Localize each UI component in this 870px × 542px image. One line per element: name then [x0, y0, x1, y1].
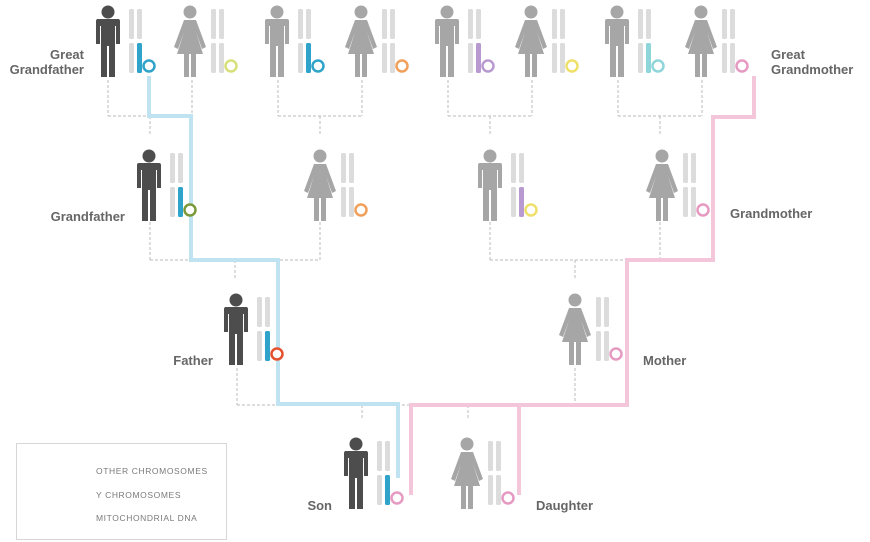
chromosome-icon — [341, 153, 354, 183]
sex-chromosome-icon — [511, 187, 524, 217]
sex-chromosome-icon — [683, 187, 696, 217]
female-icon — [451, 437, 483, 509]
sex-chromosome-icon — [488, 475, 501, 505]
mitochondria-icon — [501, 491, 515, 505]
sex-chromosome-icon — [638, 43, 651, 73]
sex-chromosome-icon — [129, 43, 142, 73]
mitochondria-icon — [651, 59, 665, 73]
male-icon — [478, 149, 502, 221]
chromosome-icon — [722, 9, 735, 39]
female-icon — [515, 5, 547, 77]
mitochondria-icon — [395, 59, 409, 73]
sex-chromosome-icon — [552, 43, 565, 73]
chromosome-icon — [170, 153, 183, 183]
sex-chromosome-icon — [341, 187, 354, 217]
sex-chromosome-icon — [596, 331, 609, 361]
mitochondria-icon — [696, 203, 710, 217]
label-son: Son — [307, 498, 332, 513]
chromosome-icon — [257, 297, 270, 327]
label-great-grandfather: Great Grandfather — [9, 47, 84, 77]
mitochondria-icon — [224, 59, 238, 73]
label-father: Father — [173, 353, 213, 368]
mitochondria-icon — [311, 59, 325, 73]
chromosome-icon — [638, 9, 651, 39]
label-great-grandmother: Great Grandmother — [771, 47, 854, 77]
chromosome-icon — [298, 9, 311, 39]
label-daughter: Daughter — [536, 498, 594, 513]
lineage-lines — [147, 76, 756, 495]
female-icon — [174, 5, 206, 77]
chromosome-icon — [488, 441, 501, 471]
chromosome-icon — [211, 9, 224, 39]
chromosome-icon — [468, 9, 481, 39]
sex-chromosome-icon — [468, 43, 481, 73]
male-icon — [224, 293, 248, 365]
chromosome-icon — [377, 441, 390, 471]
sex-chromosome-icon — [377, 475, 390, 505]
mitochondria-icon — [609, 347, 623, 361]
chromosome-icon — [382, 9, 395, 39]
mitochondria-icon — [565, 59, 579, 73]
label-grandmother: Grandmother — [730, 206, 813, 221]
legend-y-chromosomes: Y CHROMOSOMES — [96, 490, 182, 500]
chromosome-icon — [596, 297, 609, 327]
legend-other-chromosomes: OTHER CHROMOSOMES — [96, 466, 208, 476]
sex-chromosome-icon — [382, 43, 395, 73]
chromosome-icon — [552, 9, 565, 39]
connector-lines — [107, 80, 703, 420]
female-icon — [345, 5, 377, 77]
sex-chromosome-icon — [211, 43, 224, 73]
female-icon — [685, 5, 717, 77]
mitochondria-icon — [142, 59, 156, 73]
male-icon — [265, 5, 289, 77]
male-icon — [96, 5, 120, 77]
chromosome-icon — [683, 153, 696, 183]
mitochondria-icon — [183, 203, 197, 217]
legend — [16, 443, 227, 540]
male-icon — [137, 149, 161, 221]
chromosome-icon — [129, 9, 142, 39]
male-icon — [344, 437, 368, 509]
mitochondria-icon — [270, 347, 284, 361]
mitochondria-icon — [735, 59, 749, 73]
female-icon — [646, 149, 678, 221]
sex-chromosome-icon — [170, 187, 183, 217]
sex-chromosome-icon — [722, 43, 735, 73]
y-chromosome-lineage — [147, 76, 400, 478]
mitochondria-icon — [390, 491, 404, 505]
legend-mitochondrial-dna: MITOCHONDRIAL DNA — [96, 513, 198, 523]
male-icon — [435, 5, 459, 77]
label-mother: Mother — [643, 353, 687, 368]
mitochondrial-lineage — [409, 76, 756, 495]
female-icon — [559, 293, 591, 365]
mitochondria-icon — [354, 203, 368, 217]
chromosome-icon — [511, 153, 524, 183]
male-icon — [605, 5, 629, 77]
label-grandfather: Grandfather — [50, 209, 125, 224]
sex-chromosome-icon — [298, 43, 311, 73]
mitochondria-icon — [481, 59, 495, 73]
sex-chromosome-icon — [257, 331, 270, 361]
people-layer — [96, 5, 749, 509]
female-icon — [304, 149, 336, 221]
mitochondria-icon — [524, 203, 538, 217]
